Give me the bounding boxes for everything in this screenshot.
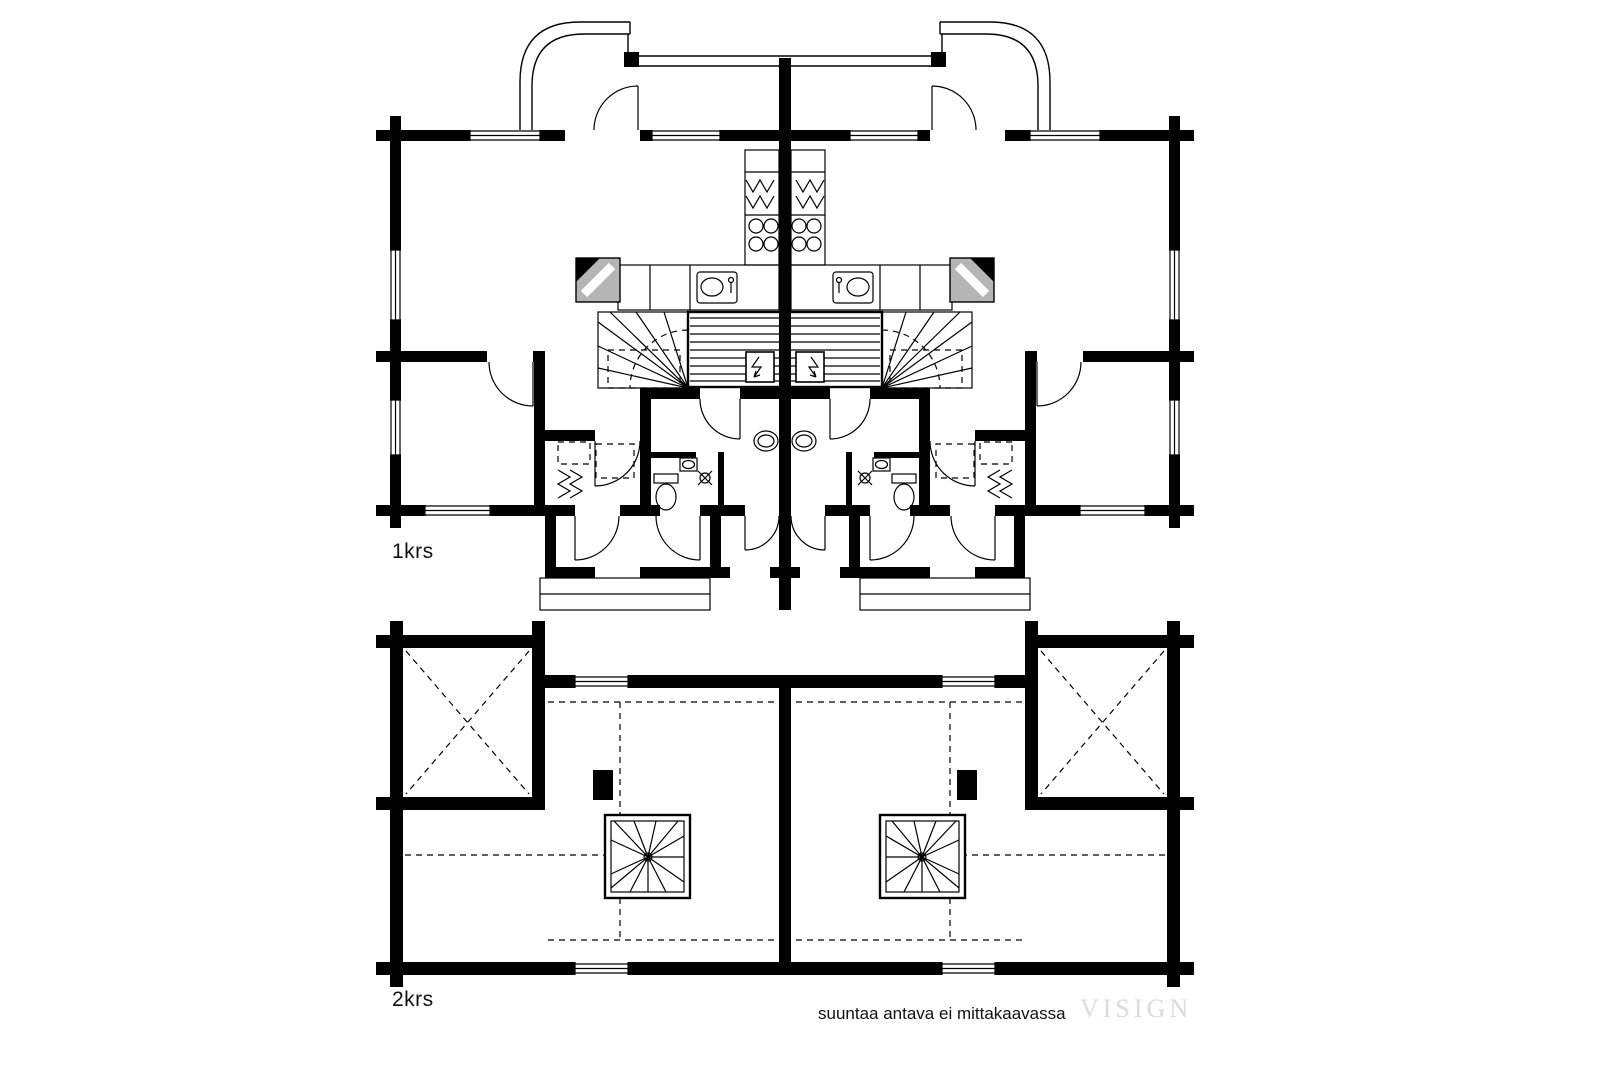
floor1-right-unit: [785, 22, 1194, 610]
floor2-plan: [374, 619, 1196, 989]
floor1-label: 1krs: [392, 540, 434, 563]
scale-disclaimer: suuntaa antava ei mittakaavassa: [818, 1004, 1066, 1023]
floor2-label: 2krs: [392, 988, 434, 1011]
floor2-right-unit: [783, 619, 1196, 989]
floor2-left-unit: [374, 619, 787, 989]
floor1-plan: [376, 22, 1194, 610]
watermark-logo: VISIGN: [1080, 994, 1193, 1023]
floor1-left-unit: [376, 22, 785, 610]
